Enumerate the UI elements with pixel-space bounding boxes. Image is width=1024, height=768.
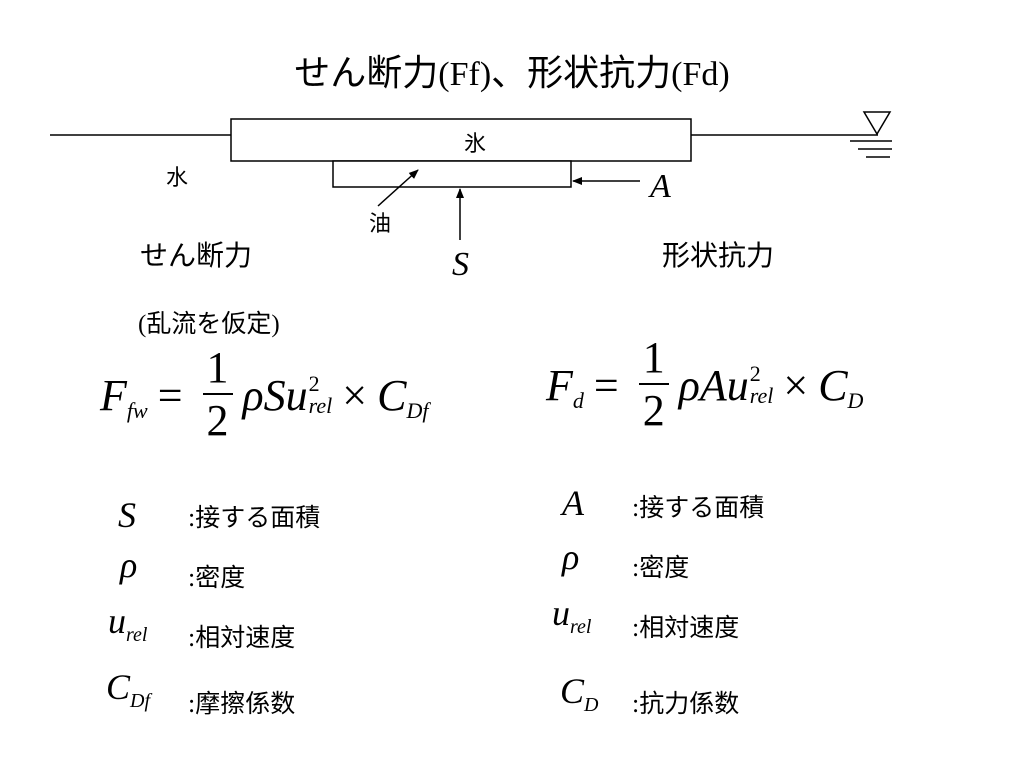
legend-symbol-main: ρ (562, 537, 580, 577)
legend-symbol: ρ (120, 544, 137, 586)
legend-symbol: urel (108, 600, 147, 647)
legend-desc-text: 密度 (639, 553, 690, 582)
legend-description: :接する面積 (188, 498, 320, 534)
legend-description: :抗力係数 (632, 684, 739, 720)
legend-colon: : (188, 689, 196, 718)
frac-numerator: 1 (638, 333, 669, 385)
formula-F-sub: fw (126, 398, 148, 423)
water-label: 水 (166, 166, 189, 191)
legend-description: :相対速度 (632, 608, 739, 644)
formula-area-A: A (699, 360, 727, 410)
legend-description: :接する面積 (632, 488, 764, 524)
legend-symbol-sub: Df (130, 690, 151, 713)
arrow-oil (377, 169, 419, 207)
formula-F-sub: d (572, 388, 584, 413)
shear-force-heading: せん断力 (140, 239, 253, 272)
symbol-A: A (650, 168, 671, 205)
ice-label: 氷 (464, 132, 487, 157)
legend-colon: : (632, 689, 640, 718)
title-ff: (Ff) (438, 56, 492, 93)
frac-numerator: 1 (202, 343, 233, 395)
legend-desc-text: 抗力係数 (639, 689, 740, 718)
legend-description: :摩擦係数 (188, 684, 295, 720)
legend-symbol: CDf (106, 666, 150, 713)
legend-colon: : (188, 563, 196, 592)
slide-title: せん断力(Ff)、形状抗力(Fd) (0, 52, 1024, 97)
formula-rho: ρ (678, 360, 700, 410)
oil-label: 油 (369, 212, 392, 237)
legend-symbol: CD (560, 670, 598, 717)
formula-equals: = (157, 370, 183, 420)
formula-u-sup: 2 (308, 371, 320, 396)
water-level-icon (850, 111, 892, 158)
formula-u-sub: rel (749, 383, 774, 408)
title-shear-force: せん断力 (294, 53, 439, 94)
legend-symbol-sub: rel (570, 616, 592, 639)
legend-desc-text: 接する面積 (639, 493, 765, 522)
legend-colon: : (632, 613, 640, 642)
legend-colon: : (188, 503, 196, 532)
frac-denominator: 2 (642, 386, 665, 435)
formula-equals: = (593, 360, 619, 410)
formula-rho: ρ (242, 370, 264, 420)
legend-desc-text: 密度 (195, 563, 246, 592)
formula-u: u (285, 370, 308, 420)
legend-symbol: ρ (562, 536, 579, 578)
turbulence-note: (乱流を仮定) (138, 304, 280, 340)
legend-desc-text: 接する面積 (195, 503, 321, 532)
note-paren-close: ) (271, 311, 280, 338)
formula-u-sup: 2 (749, 361, 761, 386)
legend-description: :密度 (632, 548, 689, 584)
formula-times: × (783, 360, 809, 410)
legend-symbol-sub: rel (126, 624, 148, 647)
formula-F: F (546, 360, 573, 410)
formula-C-sub: D (847, 388, 864, 413)
frac-denominator: 2 (206, 396, 229, 445)
formula-C: C (818, 360, 848, 410)
legend-symbol-sub: D (584, 694, 599, 717)
ice-block (230, 118, 692, 162)
legend-colon: : (632, 493, 640, 522)
formula-area-S: S (263, 370, 286, 420)
formula-C-sub: Df (406, 398, 429, 423)
legend-symbol: A (562, 482, 584, 524)
legend-symbol-main: ρ (120, 545, 138, 585)
title-form-drag: 、形状抗力 (491, 53, 672, 94)
legend-desc-text: 相対速度 (639, 613, 740, 642)
legend-symbol-main: A (562, 483, 584, 523)
note-paren-open: ( (138, 311, 147, 338)
legend-symbol-main: u (552, 593, 570, 633)
note-text: 乱流を仮定 (146, 309, 272, 338)
legend-symbol: S (118, 494, 136, 536)
legend-symbol-main: C (106, 667, 131, 707)
form-drag-heading: 形状抗力 (662, 239, 775, 272)
title-fd: (Fd) (671, 56, 730, 93)
legend-symbol-main: u (108, 601, 126, 641)
ice-oil-diagram (50, 111, 892, 240)
formula-half: 1 2 (638, 333, 669, 437)
legend-description: :相対速度 (188, 618, 295, 654)
legend-symbol-main: S (118, 495, 136, 535)
formula-half: 1 2 (202, 343, 233, 447)
legend-colon: : (188, 623, 196, 652)
formula-times: × (342, 370, 368, 420)
legend-symbol: urel (552, 592, 591, 639)
legend-colon: : (632, 553, 640, 582)
legend-desc-text: 摩擦係数 (195, 689, 296, 718)
symbol-S: S (452, 246, 469, 283)
legend-symbol-main: C (560, 671, 585, 711)
legend-description: :密度 (188, 558, 245, 594)
formula-u-sub: rel (308, 393, 333, 418)
formula-F: F (100, 370, 127, 420)
formula-u: u (726, 360, 749, 410)
legend-desc-text: 相対速度 (195, 623, 296, 652)
formula-C: C (377, 370, 407, 420)
oil-layer (332, 160, 572, 188)
